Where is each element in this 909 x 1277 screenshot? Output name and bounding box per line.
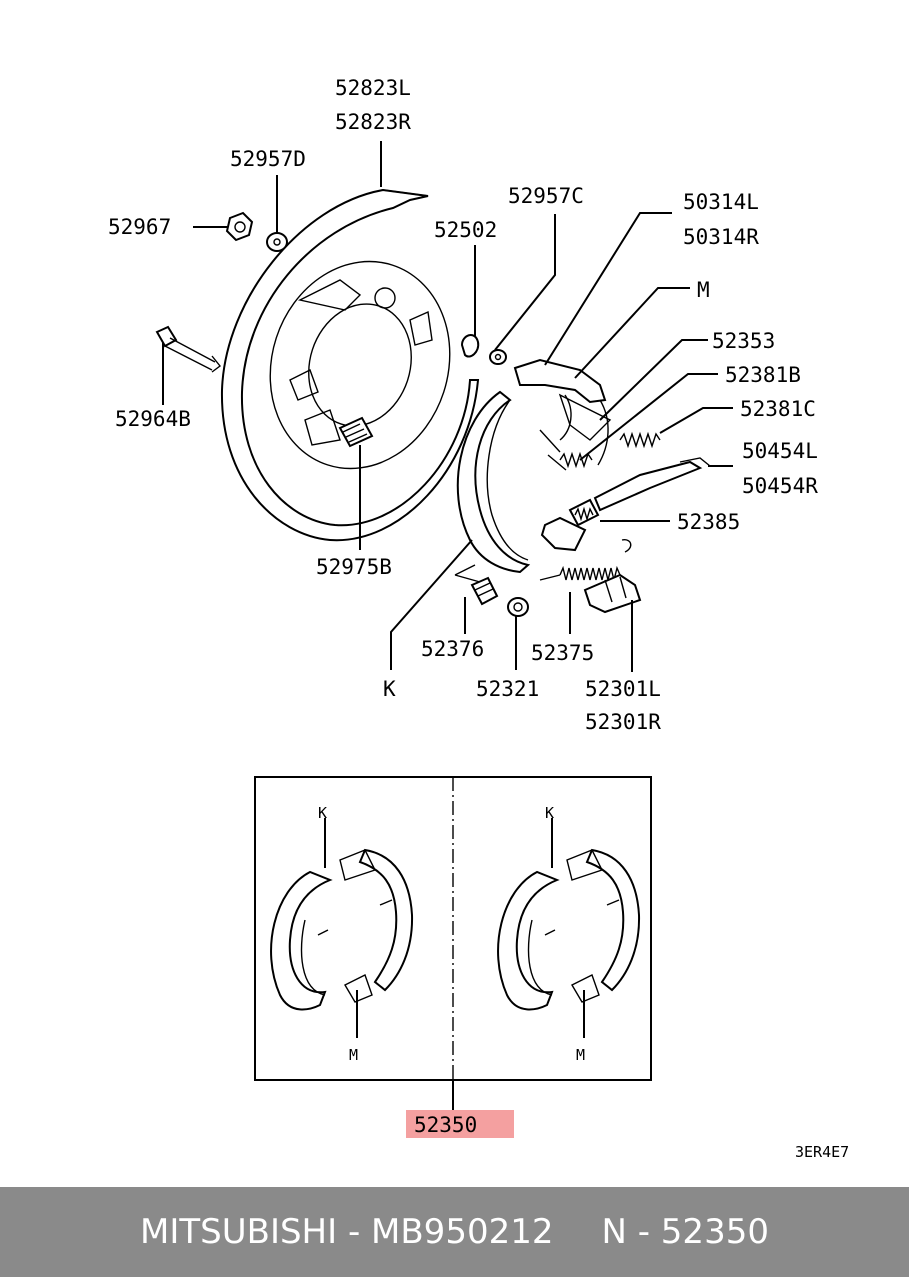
kit-label-K-right: K: [545, 804, 554, 822]
bolt-part: [155, 325, 221, 373]
label-50314L: 50314L: [683, 190, 759, 214]
label-52823L: 52823L: [335, 76, 411, 100]
washer-part: [460, 334, 480, 358]
kit-label-K-left: K: [318, 804, 327, 822]
label-52375: 52375: [531, 641, 594, 665]
label-50454L: 50454L: [742, 439, 818, 463]
nut-part: [225, 211, 254, 242]
label-52385: 52385: [677, 510, 740, 534]
adjuster-part: [583, 573, 642, 614]
label-52967: 52967: [108, 215, 171, 239]
label-52301L: 52301L: [585, 677, 661, 701]
label-52381C: 52381C: [740, 397, 816, 421]
washer-part: [489, 349, 507, 365]
highlight-box: [406, 1110, 514, 1138]
label-52957D: 52957D: [230, 147, 306, 171]
label-52823R: 52823R: [335, 110, 411, 134]
reference-number: N - 52350: [601, 1212, 769, 1252]
shoe-pair-left: [270, 848, 414, 1011]
label-K: K: [383, 677, 396, 701]
leader-lines: [162, 141, 733, 672]
label-52957C: 52957C: [508, 184, 584, 208]
spring-part: [470, 576, 499, 606]
label-52376: 52376: [421, 637, 484, 661]
label-52502: 52502: [434, 218, 497, 242]
washer-part: [266, 232, 288, 252]
kit-number-label: 52350: [414, 1113, 477, 1137]
label-52353: 52353: [712, 329, 775, 353]
shoe-pair-right: [497, 848, 641, 1011]
label-50454R: 50454R: [742, 474, 818, 498]
label-52975B: 52975B: [316, 555, 392, 579]
label-52321: 52321: [476, 677, 539, 701]
cup-part: [507, 597, 529, 617]
exploded-parts-diagram: 52823L 52823R 52957D 52967 52964B 52502 …: [108, 76, 849, 1161]
label-52381B: 52381B: [725, 363, 801, 387]
kit-label-M-right: M: [576, 1046, 585, 1064]
label-M: M: [697, 278, 710, 302]
label-52301R: 52301R: [585, 710, 661, 734]
brake-shoe-assembly: [454, 358, 711, 583]
footer-bar: MITSUBISHI - MB950212 N - 52350: [0, 1187, 909, 1277]
brand-part-number: MITSUBISHI - MB950212: [140, 1212, 554, 1252]
diagram-code: 3ER4E7: [795, 1143, 849, 1161]
kit-label-M-left: M: [349, 1046, 358, 1064]
backing-plate: [220, 188, 480, 542]
shoe-kit-box: K M K M: [254, 776, 652, 1110]
stud-part: [338, 416, 374, 448]
label-52964B: 52964B: [115, 407, 191, 431]
label-50314R: 50314R: [683, 225, 759, 249]
